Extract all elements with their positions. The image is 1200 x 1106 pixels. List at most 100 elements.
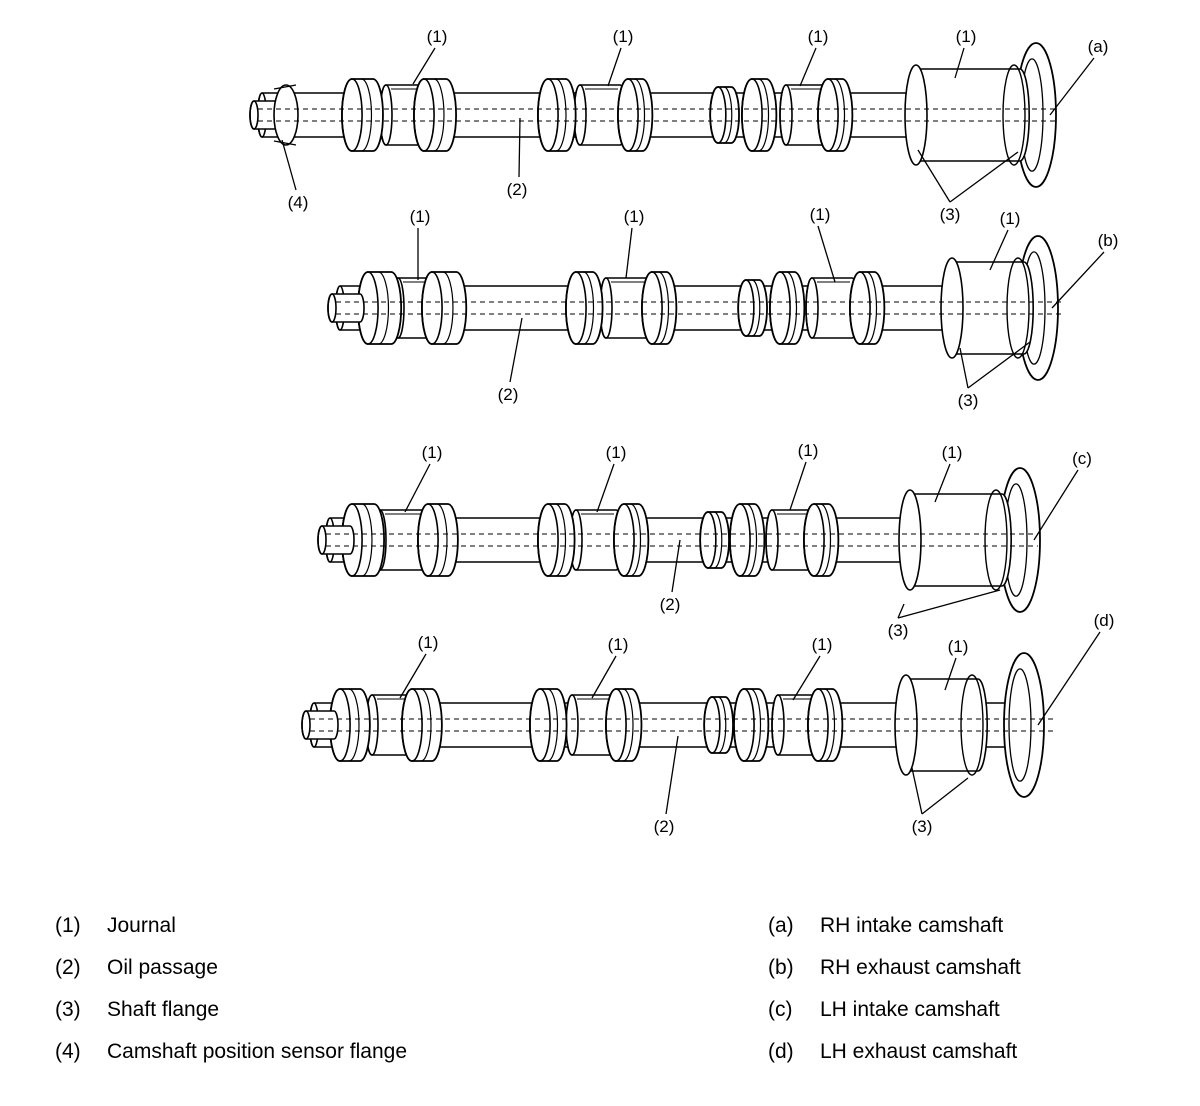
journal-face [765,509,779,571]
leader-line [944,657,957,691]
legend-key: (a) [768,914,794,937]
cam-lobe-edge [834,78,846,152]
legend-item-oil-passage: (2)Oil passage [55,956,218,980]
shaft-flange-ring [904,64,928,166]
leader-line [607,47,622,87]
leader-line [1033,469,1079,541]
camshaft-lh-exhaust: (1)(1)(1)(1)(2)(3)(d) [301,611,1114,836]
cam-lobe-face [803,503,825,577]
cam-lobe-face [613,503,635,577]
leader-line [954,47,965,79]
cam-lobe-edge [723,86,733,144]
cam-lobe-face [417,503,439,577]
cam-lobe [537,503,576,577]
legend-key: (d) [768,1040,794,1063]
cam-lobe-face [537,503,559,577]
callout-label: (1) [422,443,443,462]
front-nub-face [327,293,337,323]
front-nub [317,525,355,555]
cam-lobe-edge [583,271,595,345]
cam-lobe-edge [555,503,567,577]
callout-label: (2) [660,595,681,614]
cam-lobe-face [605,688,627,762]
cam-lobe-face [529,688,551,762]
cam-lobe [699,511,730,569]
front-nub-face [249,100,259,130]
shaft-flange-ring [960,674,984,776]
cam-lobe [413,78,457,152]
shaft-flange-ring [1002,64,1026,166]
leader-line [792,655,821,701]
cam-lobe-edge [547,688,559,762]
cam-lobe-face [421,271,443,345]
cam-lobe-edge [555,78,567,152]
callout-label: (2) [498,385,519,404]
cam-lobe-edge [758,78,770,152]
cam-lobe-edge [866,271,878,345]
callout-label: (1) [942,443,963,462]
legend-label: RH exhaust camshaft [820,956,1021,979]
cam-lobe-face [537,78,559,152]
callout-label: (4) [288,193,309,212]
cam-lobe-edge [630,503,642,577]
callout-label: (1) [948,637,969,656]
cam-lobe-face [699,511,717,569]
callout-label: (1) [624,207,645,226]
legend-item-sensor-flange: (4)Camshaft position sensor flange [55,1040,407,1064]
callout-label: (1) [808,27,829,46]
cam-lobe-face [341,78,363,152]
legend-label: Shaft flange [107,998,220,1021]
leader-line [989,229,1009,271]
cam-lobe-edge [420,688,432,762]
legend-key: (b) [768,956,794,979]
callout-label: (3) [912,817,933,836]
leader-line [281,139,297,191]
cam-lobe-face [769,271,791,345]
leader-line [596,463,615,513]
front-nub [301,710,339,740]
rear-flange [1003,652,1045,798]
leader-line [1051,251,1105,309]
callout-label: (1) [613,27,634,46]
callout-label: (a) [1088,37,1109,56]
leader-line [799,47,817,87]
cam-lobe-face [817,78,839,152]
legend-label: Journal [107,914,176,937]
leader-line [897,603,905,619]
leader-line [1037,631,1101,726]
legend-item-rh-exhaust: (b) RH exhaust camshaft [768,956,1021,980]
legend-label: LH intake camshaft [820,998,1000,1021]
callout-label: (2) [654,817,675,836]
cam-lobe-face [737,279,755,337]
leader-line [911,767,923,815]
leader-line [625,227,633,279]
callout-label: (1) [410,207,431,226]
legend-item-journal: (1)Journal [55,914,176,938]
leader-line [967,341,1031,389]
leader-line [665,735,679,815]
cam-lobe-edge [348,688,360,762]
cam-lobe [537,78,577,152]
cam-lobe-edge [361,503,373,577]
callout-label: (1) [812,635,833,654]
legend-label: RH intake camshaft [820,914,1004,937]
callout-label: (b) [1098,231,1119,250]
legend-item-rh-intake: (a) RH intake camshaft [768,914,1003,938]
cam-lobe-face [703,696,721,754]
callout-label: (3) [940,205,961,224]
leader-line [817,225,836,283]
leader-line [412,47,436,85]
shaft-flange-ring [940,257,964,359]
cam-lobe-edge [433,78,445,152]
legend-key: (2) [55,956,81,979]
callout-label: (1) [956,27,977,46]
legend-key: (3) [55,998,81,1021]
cam-lobe-edge [786,271,798,345]
camshaft-rh-exhaust: (1)(1)(1)(1)(2)(3)(b) [327,205,1119,410]
camshaft-lh-intake: (1)(1)(1)(1)(2)(3)(c) [317,441,1092,640]
callout-label: (1) [418,633,439,652]
callout-label: (1) [810,205,831,224]
cam-lobe-face [709,86,727,144]
cam-lobe-edge [746,503,758,577]
leader-line [509,317,523,383]
